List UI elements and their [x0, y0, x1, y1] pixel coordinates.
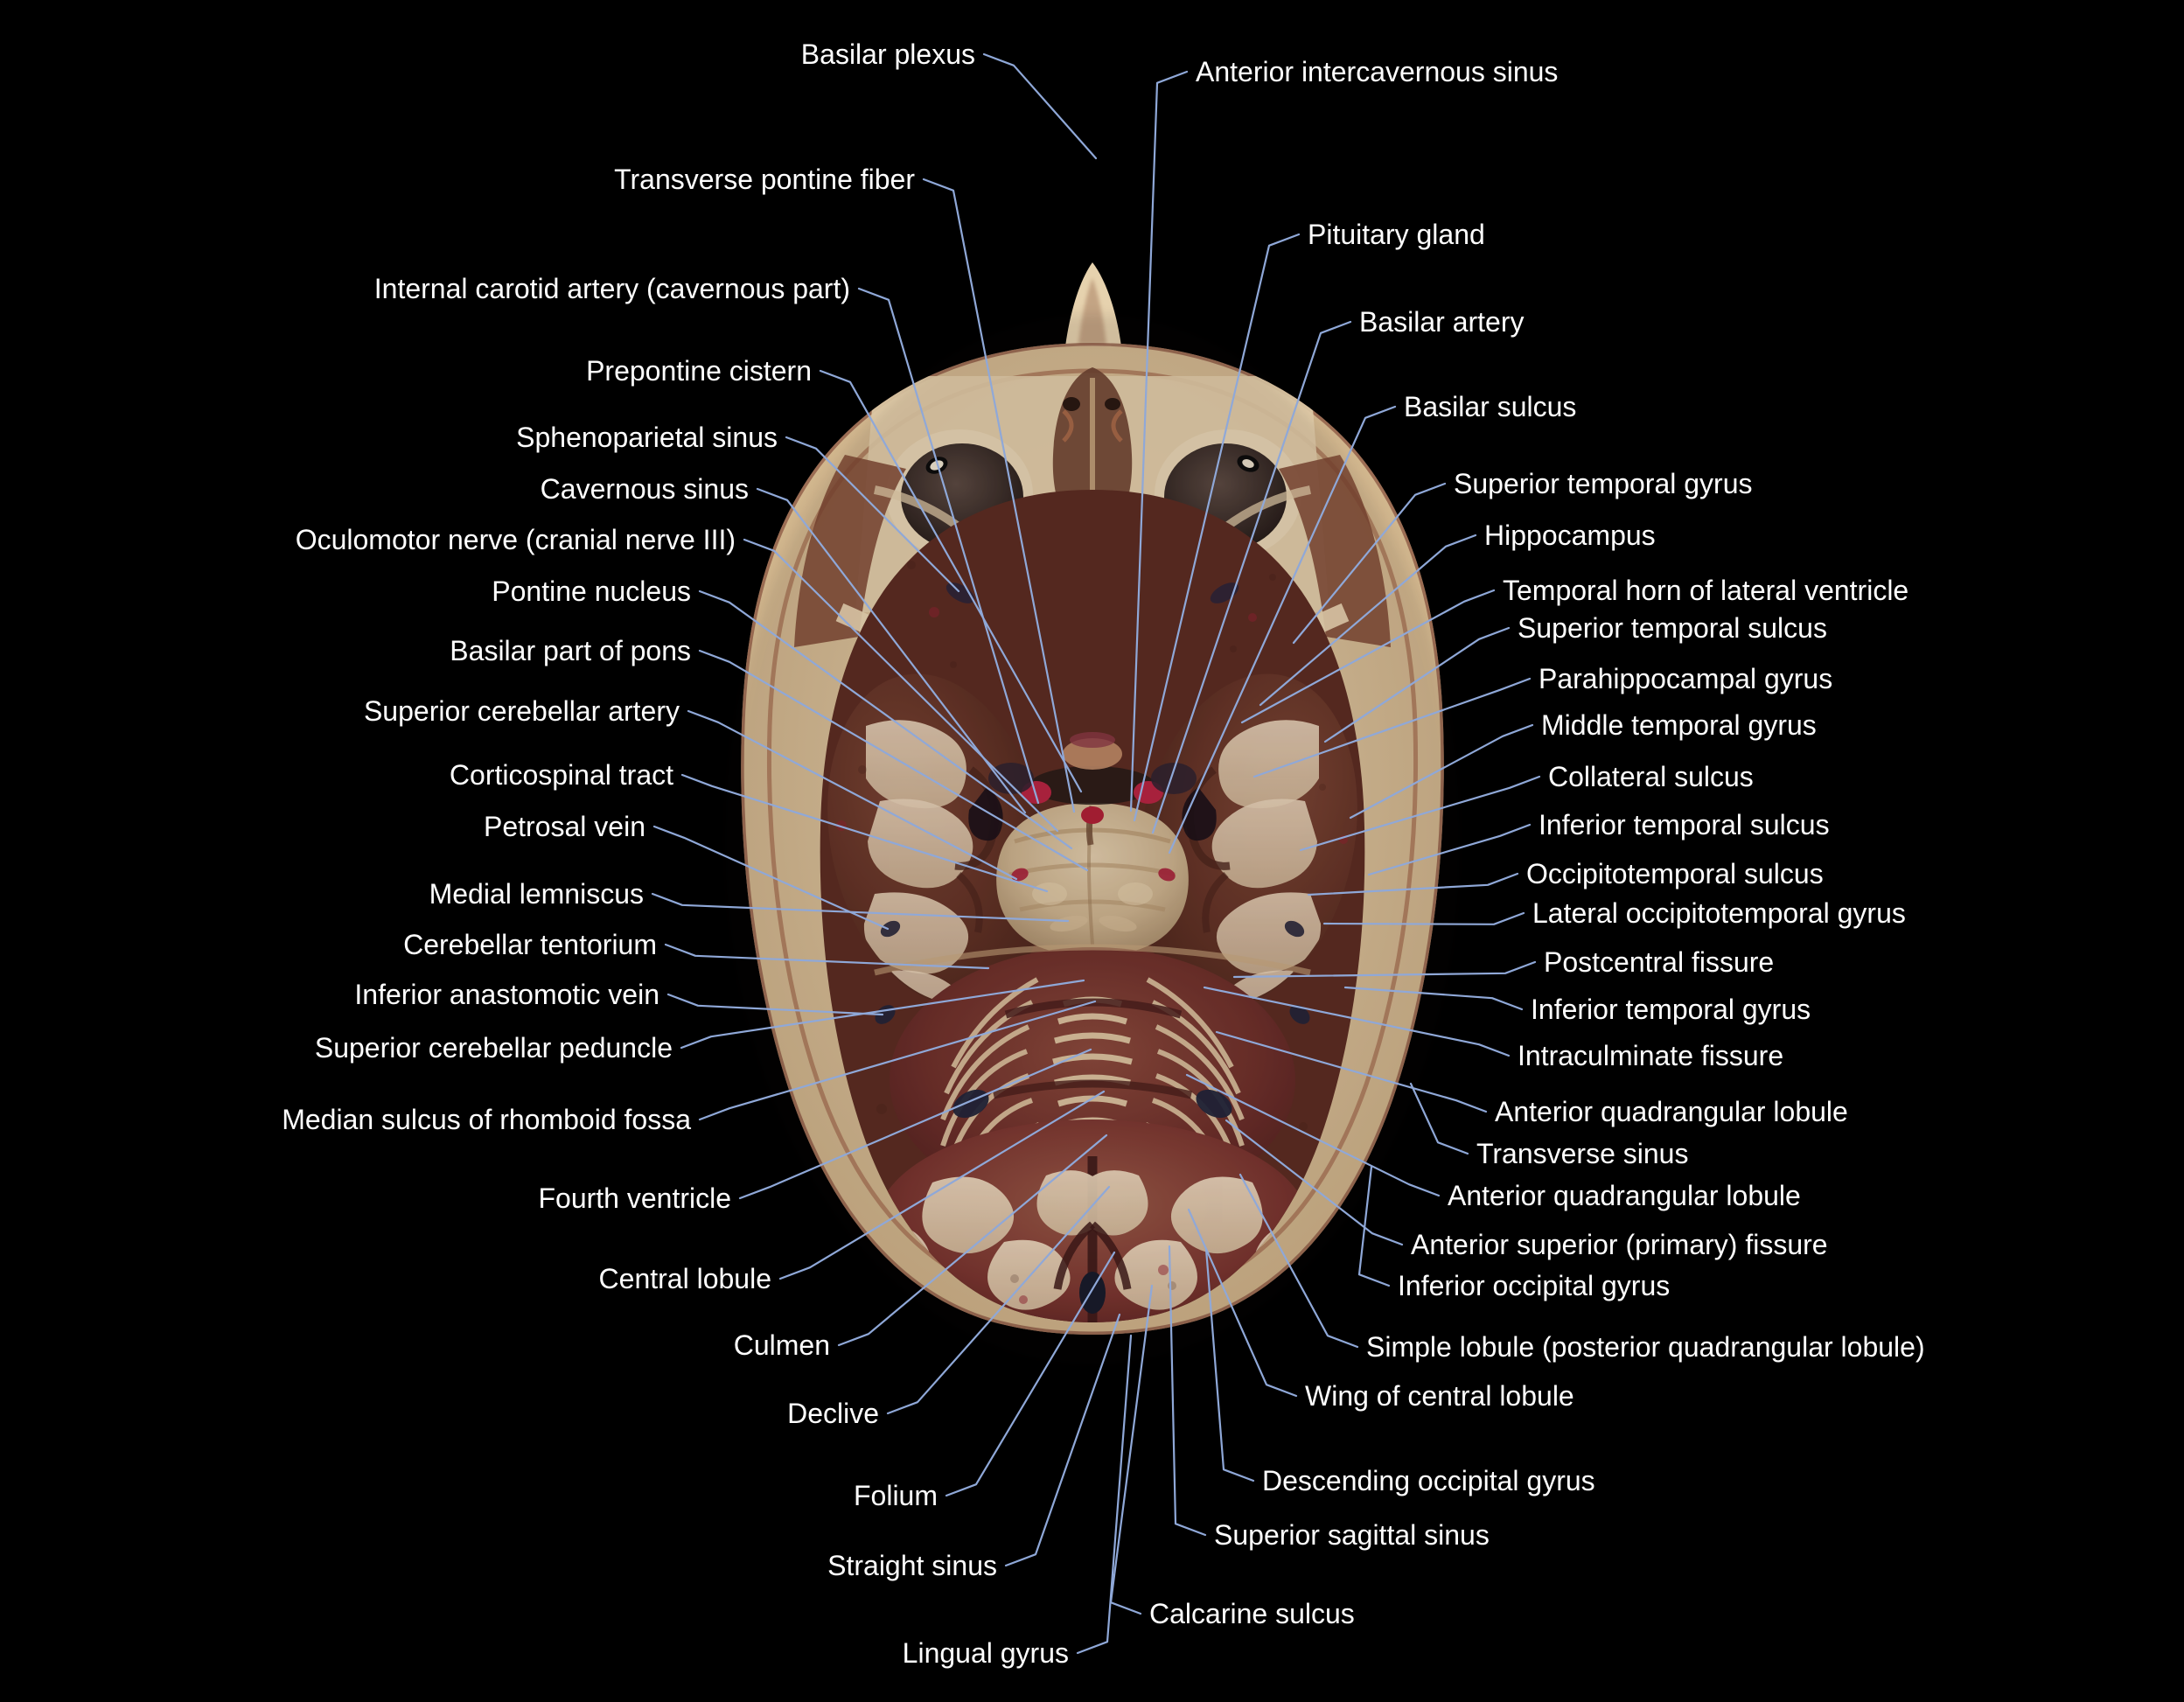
leader-line-cerebellar-tentorium	[664, 943, 990, 970]
head-cryosection	[725, 262, 1460, 1364]
leader-line-basilar-part-of-pons	[698, 649, 1089, 872]
leader-line-calcarine-sulcus	[1109, 1284, 1154, 1615]
leader-line-internal-carotid-artery	[857, 287, 1040, 805]
leader-line-superior-temporal-sulcus	[1323, 626, 1511, 743]
leader-line-lateral-occipitotemporal-gyrus	[1322, 911, 1525, 925]
leader-line-basilar-plexus	[982, 52, 1098, 160]
leader-line-transverse-pontine-fiber	[922, 178, 1076, 813]
leader-line-parahippocampal-gyrus	[1252, 677, 1532, 778]
leader-line-cavernous-sinus	[756, 487, 1027, 814]
leader-line-anterior-quadrangular-lobule	[1215, 1030, 1488, 1113]
leader-line-collateral-sulcus	[1299, 775, 1541, 852]
leader-line-pontine-nucleus	[698, 589, 1073, 850]
leader-line-culmen	[837, 1134, 1108, 1347]
leader-line-inferior-anastomotic-vein	[666, 993, 884, 1016]
leader-line-hippocampus	[1259, 534, 1477, 707]
leader-line-medial-lemniscus	[651, 892, 1070, 923]
leader-line-median-sulcus-of-rhomboid-fossa	[698, 1000, 1097, 1121]
leader-line-basilar-sulcus	[1168, 405, 1397, 854]
leader-line-corticospinal-tract	[680, 773, 1049, 893]
leader-line-fourth-ventricle	[738, 1048, 1092, 1200]
leader-line-occipitotemporal-sulcus	[1307, 872, 1519, 896]
leader-line-superior-cerebellar-artery	[687, 709, 1018, 881]
leader-line-inferior-occipital-gyrus	[1357, 1165, 1391, 1287]
leader-line-descending-occipital-gyrus	[1204, 1247, 1255, 1482]
leader-line-postcentral-fissure	[1232, 960, 1537, 979]
leader-line-superior-cerebellar-peduncle	[680, 979, 1085, 1050]
leader-line-central-lobule	[778, 1090, 1106, 1280]
leader-line-basilar-artery	[1151, 320, 1352, 834]
leader-line-transverse-sinus	[1409, 1082, 1469, 1155]
leader-line-prepontine-cistern	[819, 369, 1083, 793]
leader-line-temporal-horn-of-lateral-ventricle	[1240, 589, 1496, 724]
leader-line-anterior-quadrangular-lobule	[1185, 1073, 1441, 1197]
leader-line-inferior-temporal-gyrus	[1343, 986, 1524, 1011]
leader-line-declive	[886, 1185, 1111, 1415]
leader-line-petrosal-vein	[652, 825, 890, 931]
leader-line-wing-of-central-lobule	[1187, 1208, 1298, 1398]
leader-line-simple-lobule	[1239, 1173, 1359, 1349]
leader-line-intraculminate-fissure	[1203, 986, 1511, 1057]
leader-line-lingual-gyrus	[1076, 1334, 1133, 1655]
leader-line-middle-temporal-gyrus	[1349, 723, 1534, 820]
leader-line-superior-temporal-gyrus	[1292, 482, 1447, 645]
leader-line-pituitary-gland	[1133, 233, 1301, 822]
leader-line-sphenoparietal-sinus	[785, 436, 960, 593]
leader-line-folium	[945, 1251, 1116, 1497]
leader-line-anterior-intercavernous-sinus	[1129, 70, 1189, 813]
leader-line-oculomotor-nerve	[743, 538, 1059, 833]
leader-line-inferior-temporal-sulcus	[1367, 823, 1532, 876]
leader-line-anterior-superior-fissure	[1225, 1119, 1404, 1246]
leader-line-superior-sagittal-sinus	[1168, 1245, 1207, 1537]
leader-line-straight-sinus	[1004, 1313, 1121, 1567]
